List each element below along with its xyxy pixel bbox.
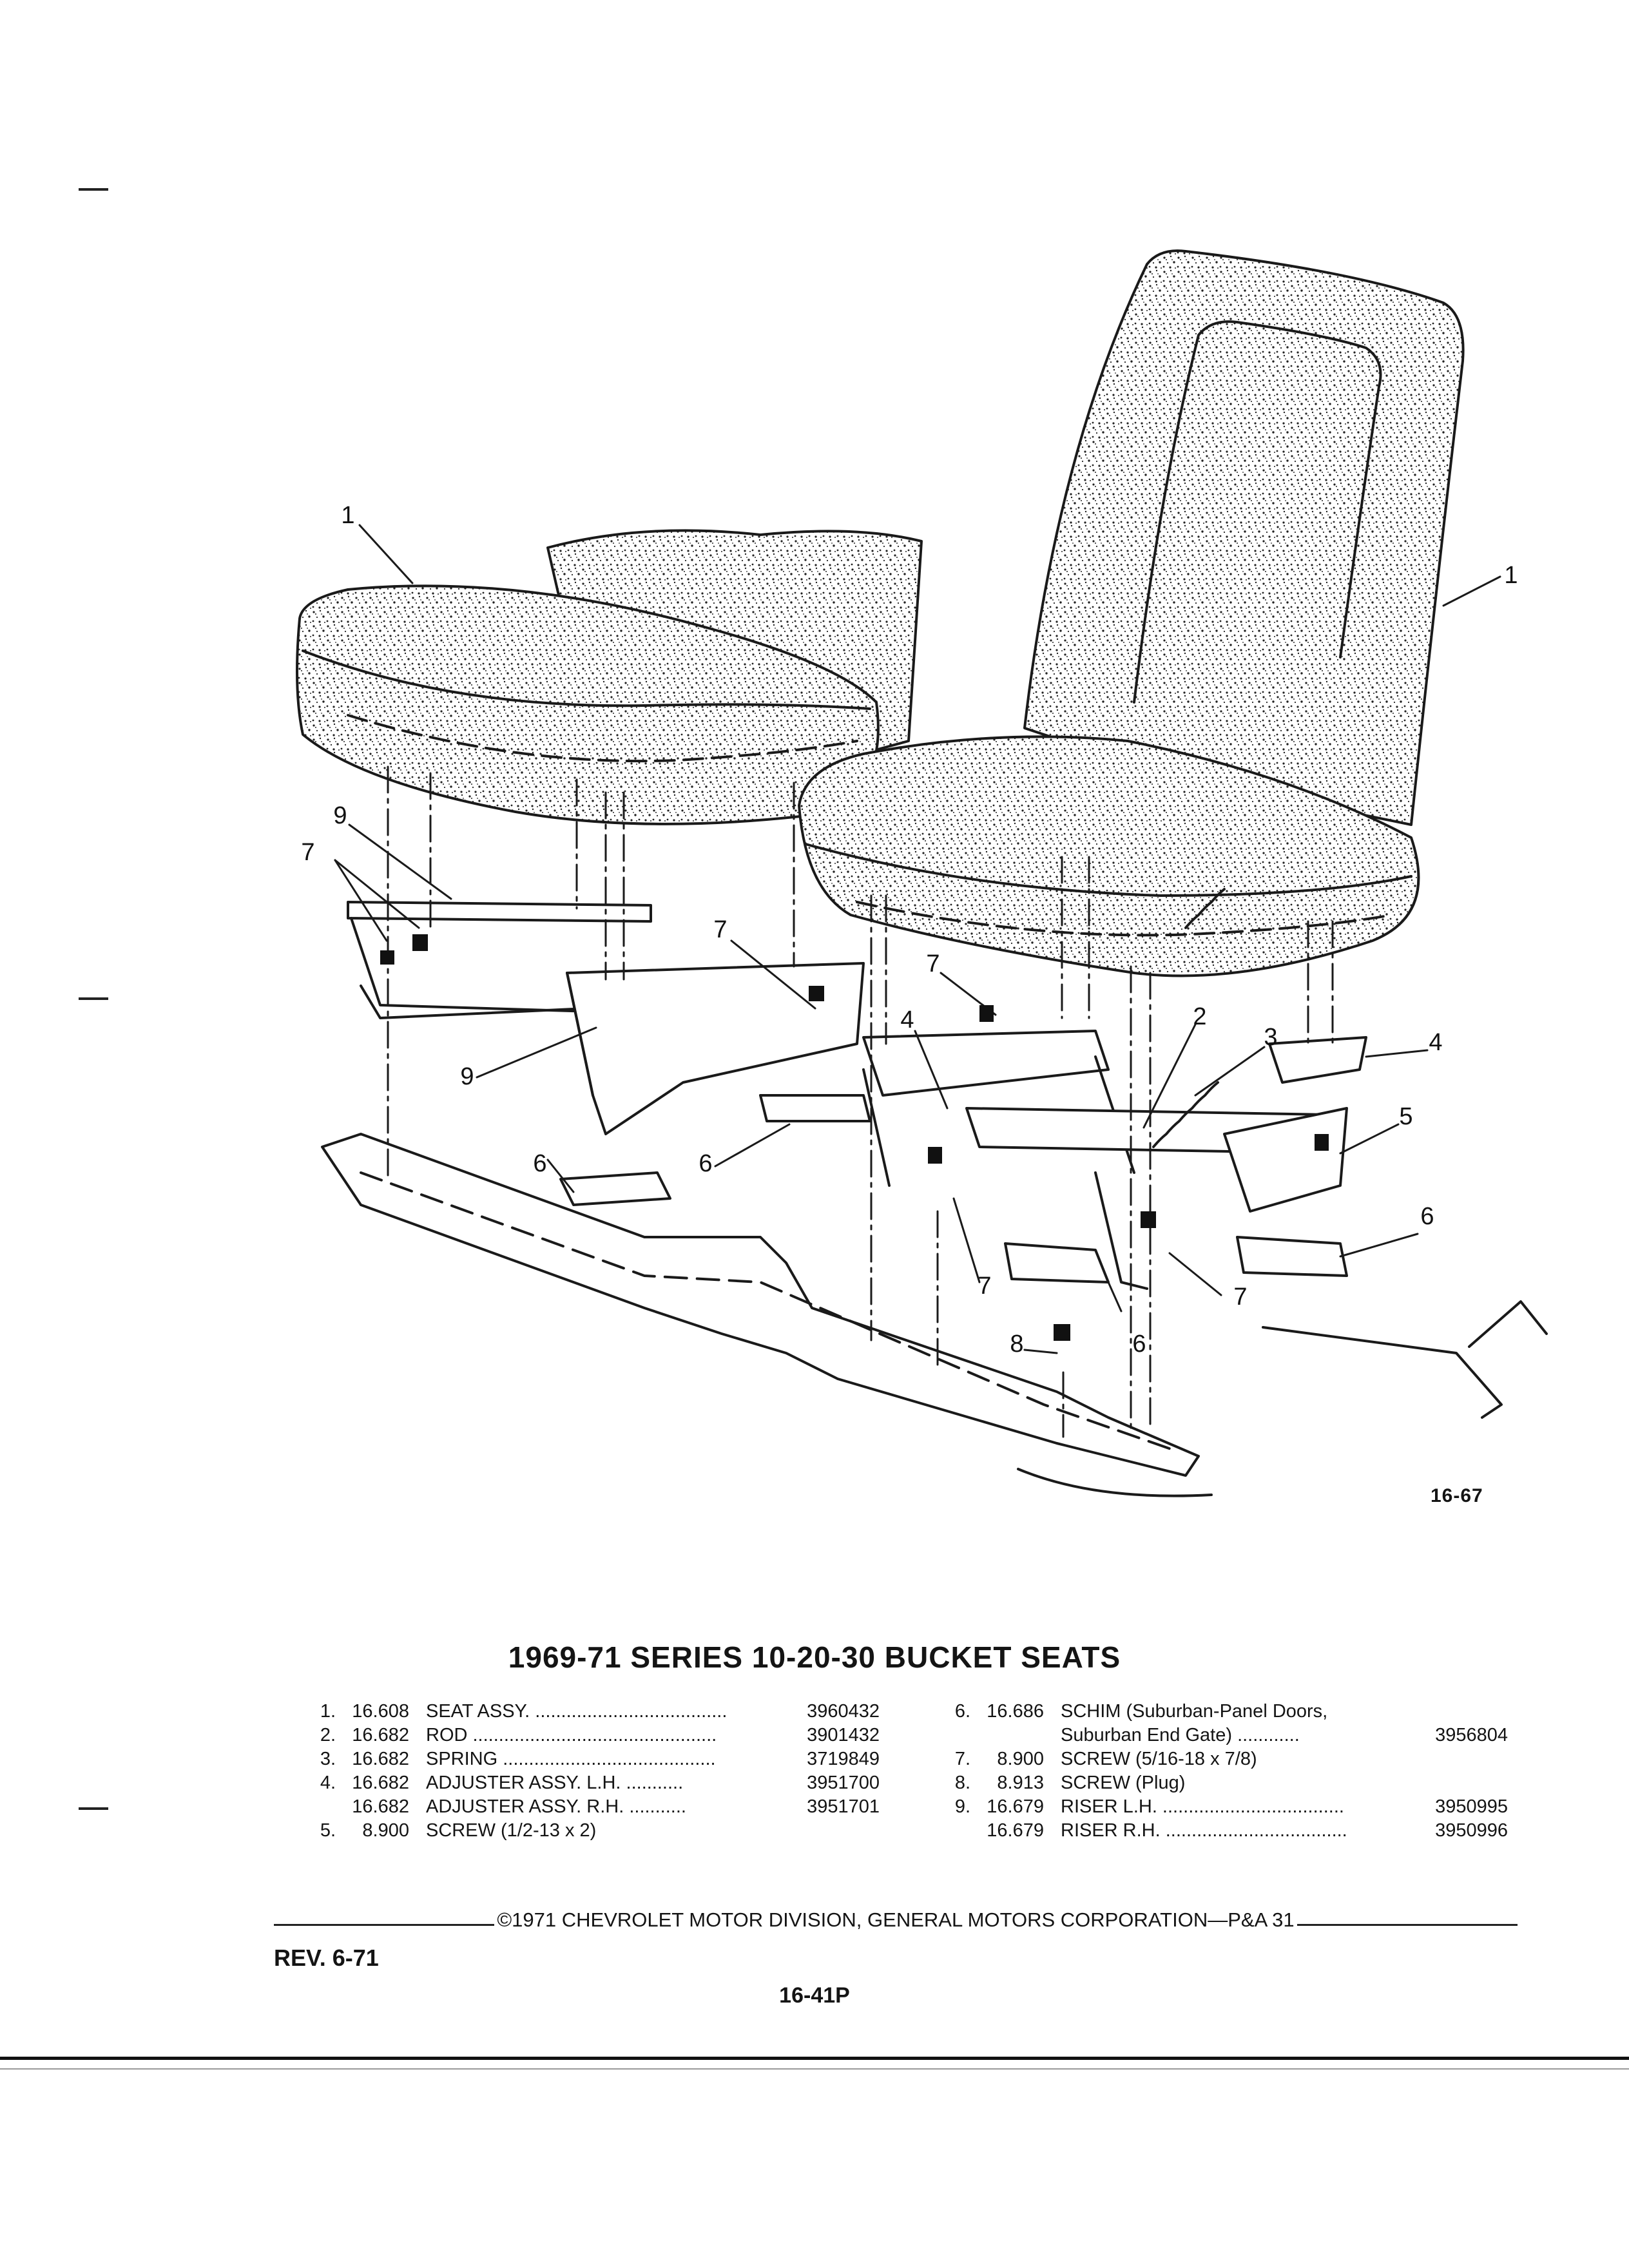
right-seat-cushion <box>798 735 1420 977</box>
shim <box>1236 1236 1348 1277</box>
footer-rule <box>1296 1923 1518 1926</box>
parts-row: 2. 16.682 ROD ..........................… <box>320 1725 880 1745</box>
callout-screw: 7 <box>301 839 314 866</box>
parts-row: 9. 16.679 RISER L.H. ...................… <box>954 1796 1508 1817</box>
shim <box>1004 1242 1110 1283</box>
callout-shim: 6 <box>533 1150 546 1177</box>
footer-rule <box>274 1923 495 1926</box>
parts-row: 16.682 ADJUSTER ASSY. R.H. ........... 3… <box>352 1796 880 1817</box>
page-number: 16-41P <box>779 1983 850 2008</box>
callout-shim: 6 <box>1420 1203 1434 1230</box>
parts-row: Suburban End Gate) ............ 3956804 <box>1061 1725 1508 1745</box>
page-title: 1969-71 SERIES 10-20-30 BUCKET SEATS <box>508 1640 1121 1674</box>
parts-row: 4. 16.682 ADJUSTER ASSY. L.H. ..........… <box>320 1773 880 1793</box>
callout-riser: 9 <box>333 802 347 829</box>
copyright-line: ©1971 CHEVROLET MOTOR DIVISION, GENERAL … <box>274 1908 1518 1932</box>
parts-list-left: 1. 16.608 SEAT ASSY. ...................… <box>313 1700 880 1843</box>
callout-screw: 7 <box>978 1273 991 1300</box>
shim <box>559 1171 671 1206</box>
shim <box>759 1094 871 1122</box>
callout-shim: 6 <box>1132 1331 1146 1358</box>
floor-pan <box>321 1133 1200 1477</box>
callout-screw: 7 <box>1233 1283 1247 1311</box>
parts-row: 5. 8.900 SCREW (1/2-13 x 2) <box>320 1820 597 1841</box>
parts-list-right: 6. 16.686 SCHIM (Suburban-Panel Doors, S… <box>947 1700 1508 1843</box>
parts-row: 8. 8.913 SCREW (Plug) <box>954 1773 1186 1793</box>
parts-row: 7. 8.900 SCREW (5/16-18 x 7/8) <box>954 1749 1257 1769</box>
margin-mark <box>79 1807 108 1810</box>
parts-row: 1. 16.608 SEAT ASSY. ...................… <box>320 1701 880 1722</box>
parts-row: 6. 16.686 SCHIM (Suburban-Panel Doors, <box>954 1701 1328 1722</box>
left-riser-upper <box>347 901 652 923</box>
right-seat-back <box>1023 249 1465 826</box>
parts-row: 16.679 RISER R.H. ......................… <box>987 1820 1508 1841</box>
callout-shim: 6 <box>699 1150 712 1177</box>
right-bracket <box>1268 1036 1367 1084</box>
callout-seat-right: 1 <box>1504 562 1518 589</box>
bottom-rule <box>0 2057 1629 2060</box>
copyright-text: ©1971 CHEVROLET MOTOR DIVISION, GENERAL … <box>497 1908 1295 1931</box>
adjuster-assy <box>862 1030 1110 1097</box>
bottom-rule <box>0 2068 1629 2070</box>
callout-seat-left: 1 <box>341 502 354 529</box>
callout-screw-big: 5 <box>1399 1103 1412 1130</box>
revision-label: REV. 6-71 <box>274 1945 379 1971</box>
margin-mark <box>79 997 108 1000</box>
callout-rod: 2 <box>1193 1003 1206 1030</box>
parts-row: 3. 16.682 SPRING .......................… <box>320 1749 880 1769</box>
figure-number: 16-67 <box>1431 1485 1483 1506</box>
callout-screw: 7 <box>713 916 727 943</box>
spring <box>1152 1081 1219 1148</box>
callout-adjuster: 4 <box>900 1006 914 1033</box>
margin-mark <box>79 188 108 191</box>
callout-adjuster: 4 <box>1429 1029 1442 1056</box>
bucket-seat-exploded-diagram: 1 1 9 7 7 9 6 6 7 4 2 3 4 5 6 7 8 6 7 <box>296 249 1548 1497</box>
callout-screw: 7 <box>926 950 940 977</box>
spring <box>1184 888 1226 929</box>
callout-spring: 3 <box>1264 1024 1277 1051</box>
callout-riser: 9 <box>460 1063 474 1090</box>
callout-plug-screw: 8 <box>1010 1331 1023 1358</box>
